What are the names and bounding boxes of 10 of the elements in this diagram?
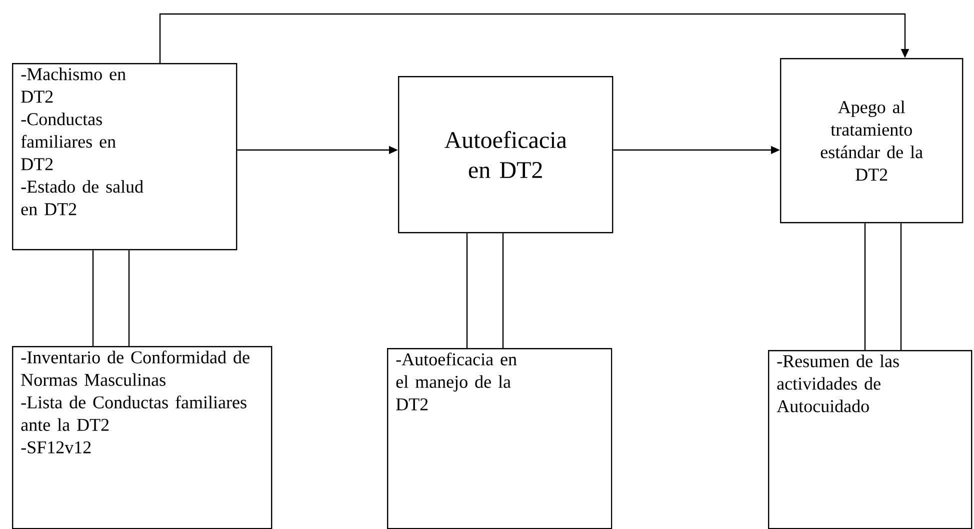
text-box: -Autoeficacia en el manejo de la DT2 <box>387 348 612 529</box>
text-box: Autoeficacia en DT2 <box>398 76 614 234</box>
connector <box>92 250 130 347</box>
text-box: -Resumen de las actividades de Autocuidado <box>768 350 972 529</box>
connector <box>864 222 902 351</box>
connector <box>159 13 910 63</box>
connector <box>466 232 504 349</box>
text-box: -Machismo en DT2 -Conductas familiares en DT2 -Estado de salud en DT2 <box>12 63 238 250</box>
text-box: Apego al tratamiento estándar de la DT2 <box>780 58 964 224</box>
text-box: -Inventario de Conformidad de Normas Masculinas -Lista de Conductas familiares ante la DT2 -SF12v12 <box>12 346 272 529</box>
